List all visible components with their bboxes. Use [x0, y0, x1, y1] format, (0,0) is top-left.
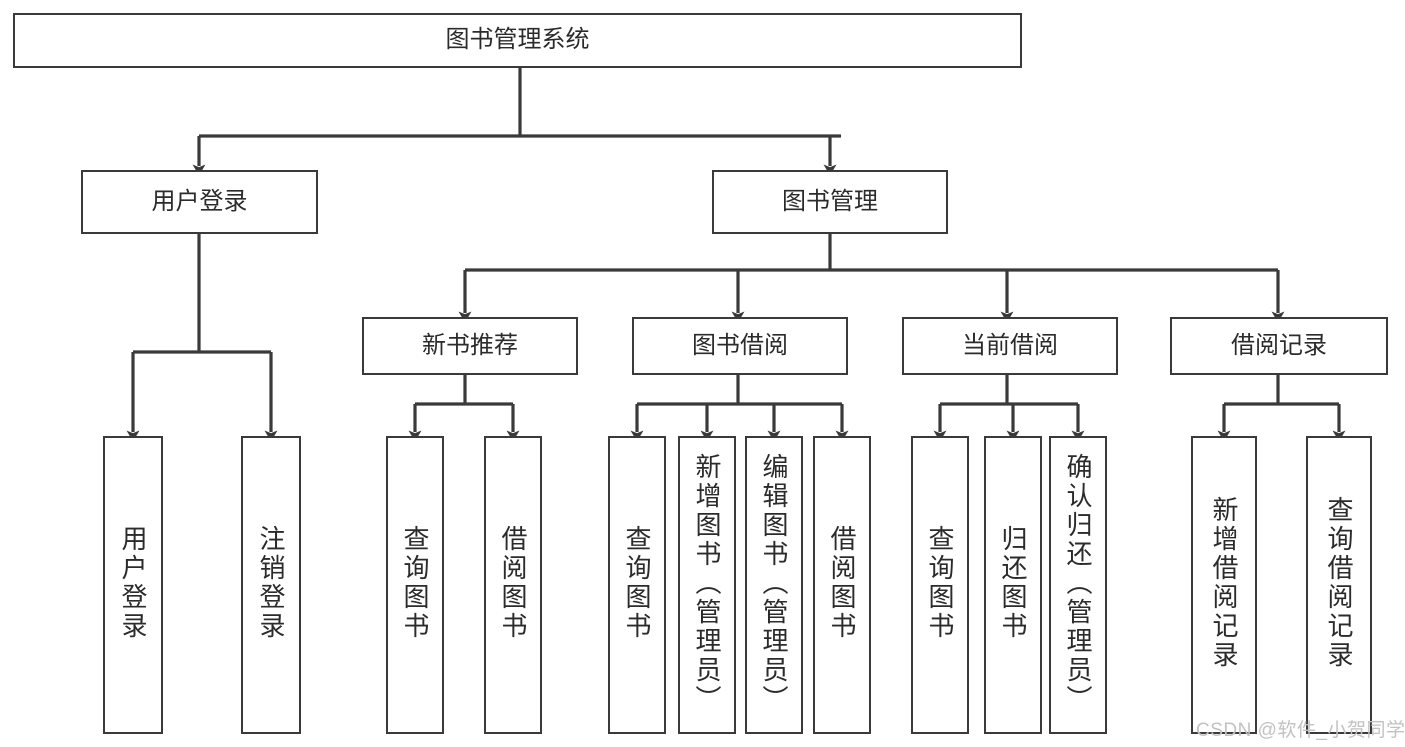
node-leaf-add-book[interactable]: 新增图书（管理员） — [678, 436, 736, 734]
csdn-watermark: CSDN @软件_小贺同学 — [1196, 720, 1405, 741]
node-root-label: 图书管理系统 — [445, 26, 590, 54]
node-leaf-query-book-a[interactable]: 查询图书 — [386, 436, 444, 734]
node-leaf-user-login-label: 用户登录 — [118, 525, 148, 641]
node-root[interactable]: 图书管理系统 — [13, 13, 1022, 68]
node-leaf-confirm-return[interactable]: 确认归还（管理员） — [1049, 436, 1107, 734]
node-current-borrow-label: 当前借阅 — [962, 331, 1058, 359]
node-leaf-query-book-a-label: 查询图书 — [400, 525, 430, 641]
node-leaf-borrow-book-a-label: 借阅图书 — [498, 525, 528, 641]
node-book-borrow-label: 图书借阅 — [692, 331, 788, 359]
node-leaf-confirm-return-label: 确认归还（管理员） — [1063, 453, 1093, 714]
node-borrow-record-label: 借阅记录 — [1231, 331, 1327, 359]
node-leaf-borrow-book-b[interactable]: 借阅图书 — [813, 436, 871, 734]
node-leaf-borrow-book-a[interactable]: 借阅图书 — [484, 436, 542, 734]
node-book-manage[interactable]: 图书管理 — [712, 170, 948, 234]
node-new-book-rec-label: 新书推荐 — [422, 331, 518, 359]
node-book-manage-label: 图书管理 — [782, 187, 878, 215]
node-leaf-logout-label: 注销登录 — [256, 525, 286, 641]
node-leaf-logout[interactable]: 注销登录 — [241, 436, 301, 734]
node-leaf-add-record[interactable]: 新增借阅记录 — [1191, 436, 1257, 734]
node-leaf-edit-book[interactable]: 编辑图书（管理员） — [745, 436, 803, 734]
node-current-borrow[interactable]: 当前借阅 — [902, 317, 1118, 375]
node-leaf-query-book-b[interactable]: 查询图书 — [608, 436, 666, 734]
node-new-book-rec[interactable]: 新书推荐 — [362, 317, 578, 375]
node-leaf-add-book-label: 新增图书（管理员） — [692, 453, 722, 714]
node-leaf-borrow-book-b-label: 借阅图书 — [827, 525, 857, 641]
node-leaf-query-book-b-label: 查询图书 — [622, 525, 652, 641]
node-leaf-query-record-label: 查询借阅记录 — [1324, 496, 1354, 670]
node-leaf-return-book[interactable]: 归还图书 — [984, 436, 1042, 734]
node-leaf-return-book-label: 归还图书 — [998, 525, 1028, 641]
node-borrow-record[interactable]: 借阅记录 — [1170, 317, 1388, 375]
node-user-login-label: 用户登录 — [151, 187, 248, 215]
node-leaf-query-book-c[interactable]: 查询图书 — [911, 436, 969, 734]
node-leaf-query-book-c-label: 查询图书 — [925, 525, 955, 641]
node-leaf-query-record[interactable]: 查询借阅记录 — [1306, 436, 1372, 734]
node-leaf-user-login[interactable]: 用户登录 — [103, 436, 163, 734]
node-leaf-add-record-label: 新增借阅记录 — [1209, 496, 1239, 670]
node-leaf-edit-book-label: 编辑图书（管理员） — [759, 453, 789, 714]
node-book-borrow[interactable]: 图书借阅 — [632, 317, 848, 375]
node-user-login[interactable]: 用户登录 — [81, 170, 318, 234]
